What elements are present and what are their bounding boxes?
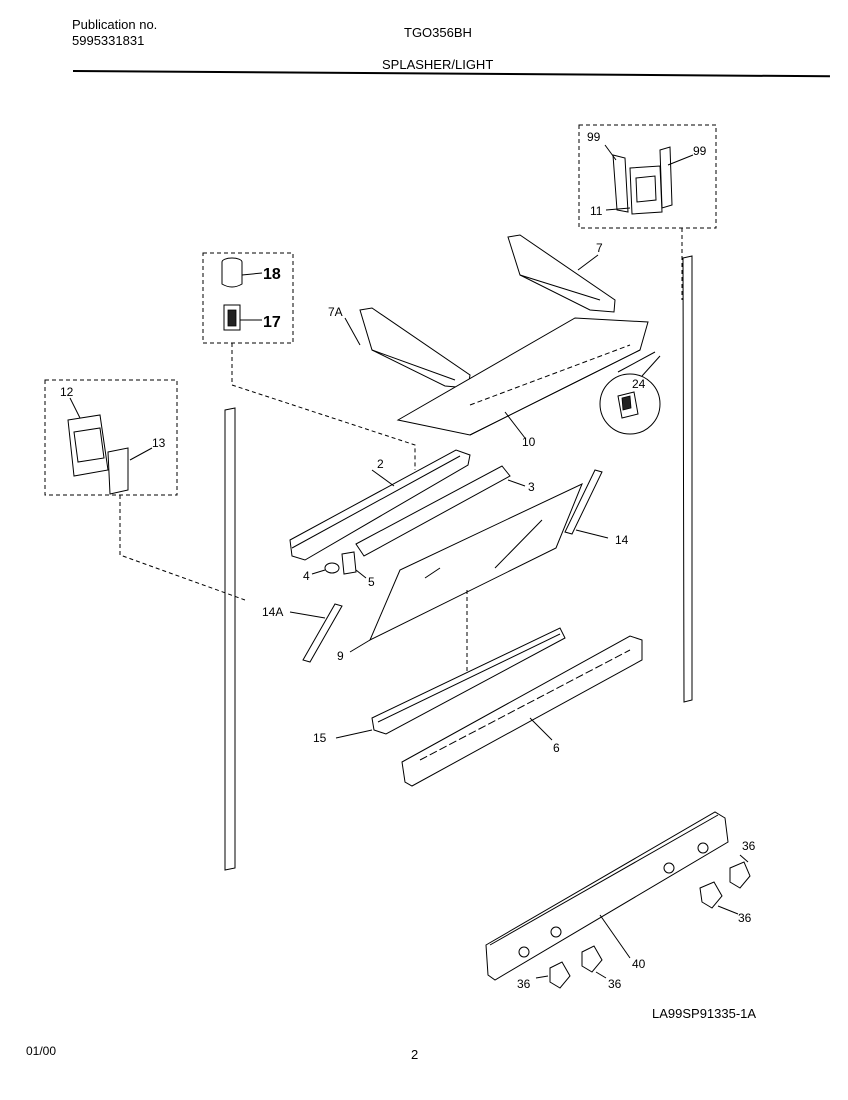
knob-36-middle [581, 945, 603, 973]
callout-40: 40 [632, 957, 646, 971]
socket-group: 18 17 [202, 252, 416, 470]
left-side-trim [224, 407, 236, 871]
knob-36-left [549, 961, 571, 989]
callout-12: 12 [60, 385, 74, 399]
part-13 [107, 447, 129, 495]
vent-panel-6: 6 [401, 635, 643, 787]
detail-box-bracket [44, 379, 178, 496]
right-side-trim [682, 255, 693, 703]
callout-4: 4 [303, 569, 310, 583]
callout-99-left: 99 [587, 130, 601, 144]
callout-24: 24 [632, 377, 646, 391]
callout-9: 9 [337, 649, 344, 663]
callout-13: 13 [152, 436, 166, 450]
callout-11: 11 [590, 204, 603, 218]
callout-5: 5 [368, 575, 375, 589]
callout-36-middle: 36 [608, 977, 622, 991]
section-title: SPLASHER/LIGHT [382, 57, 494, 72]
callout-7: 7 [596, 241, 603, 255]
bracket-99-left [612, 154, 629, 213]
detail-box-switch [578, 124, 717, 229]
clip-14: 14 [564, 469, 629, 547]
switch-11-body [635, 175, 657, 203]
publication-number: 5995331831 [72, 33, 145, 48]
callout-14a: 14A [262, 605, 283, 619]
part-18 [221, 262, 243, 288]
publication-label: Publication no. [72, 17, 158, 32]
page-number: 2 [411, 1047, 419, 1062]
detail-box-socket [202, 252, 294, 344]
bracket-7a: 7A [328, 305, 471, 389]
bracket-group-12-13: 12 13 [44, 379, 246, 601]
panel-10: 10 [396, 317, 649, 449]
callout-36-upper-right: 36 [742, 839, 756, 853]
knobs-36: 36 36 36 36 [517, 839, 756, 991]
lampholders: 4 5 [303, 551, 375, 589]
channel-2: 2 [289, 449, 471, 561]
control-panel-40: 40 [485, 811, 729, 981]
callout-36-right: 36 [738, 911, 752, 925]
glass-9: 9 [337, 483, 583, 663]
callout-3: 3 [528, 480, 535, 494]
knob-36-upper-right [729, 861, 751, 889]
callout-15: 15 [313, 731, 327, 745]
bracket-7: 7 [507, 234, 616, 313]
drawing-number: LA99SP91335-1A [652, 1006, 757, 1021]
tube-3: 3 [355, 465, 535, 557]
detail-24: 24 [599, 351, 661, 435]
switch-assembly-group: 99 99 11 [578, 124, 717, 300]
model-number: TGO356BH [404, 25, 472, 40]
callout-17: 17 [263, 314, 281, 331]
callout-10: 10 [522, 435, 536, 449]
callout-7a: 7A [328, 305, 343, 319]
callout-2: 2 [377, 457, 384, 471]
callout-99-right: 99 [693, 144, 707, 158]
knob-36-right [699, 881, 723, 909]
clip-14a: 14A [262, 603, 343, 663]
part-4 [324, 562, 340, 574]
callout-18: 18 [263, 266, 281, 283]
revision-date: 01/00 [26, 1044, 57, 1058]
part-5 [341, 551, 357, 575]
callout-36-left: 36 [517, 977, 531, 991]
callout-14: 14 [615, 533, 629, 547]
callout-6: 6 [553, 741, 560, 755]
rail-15: 15 [313, 627, 566, 745]
